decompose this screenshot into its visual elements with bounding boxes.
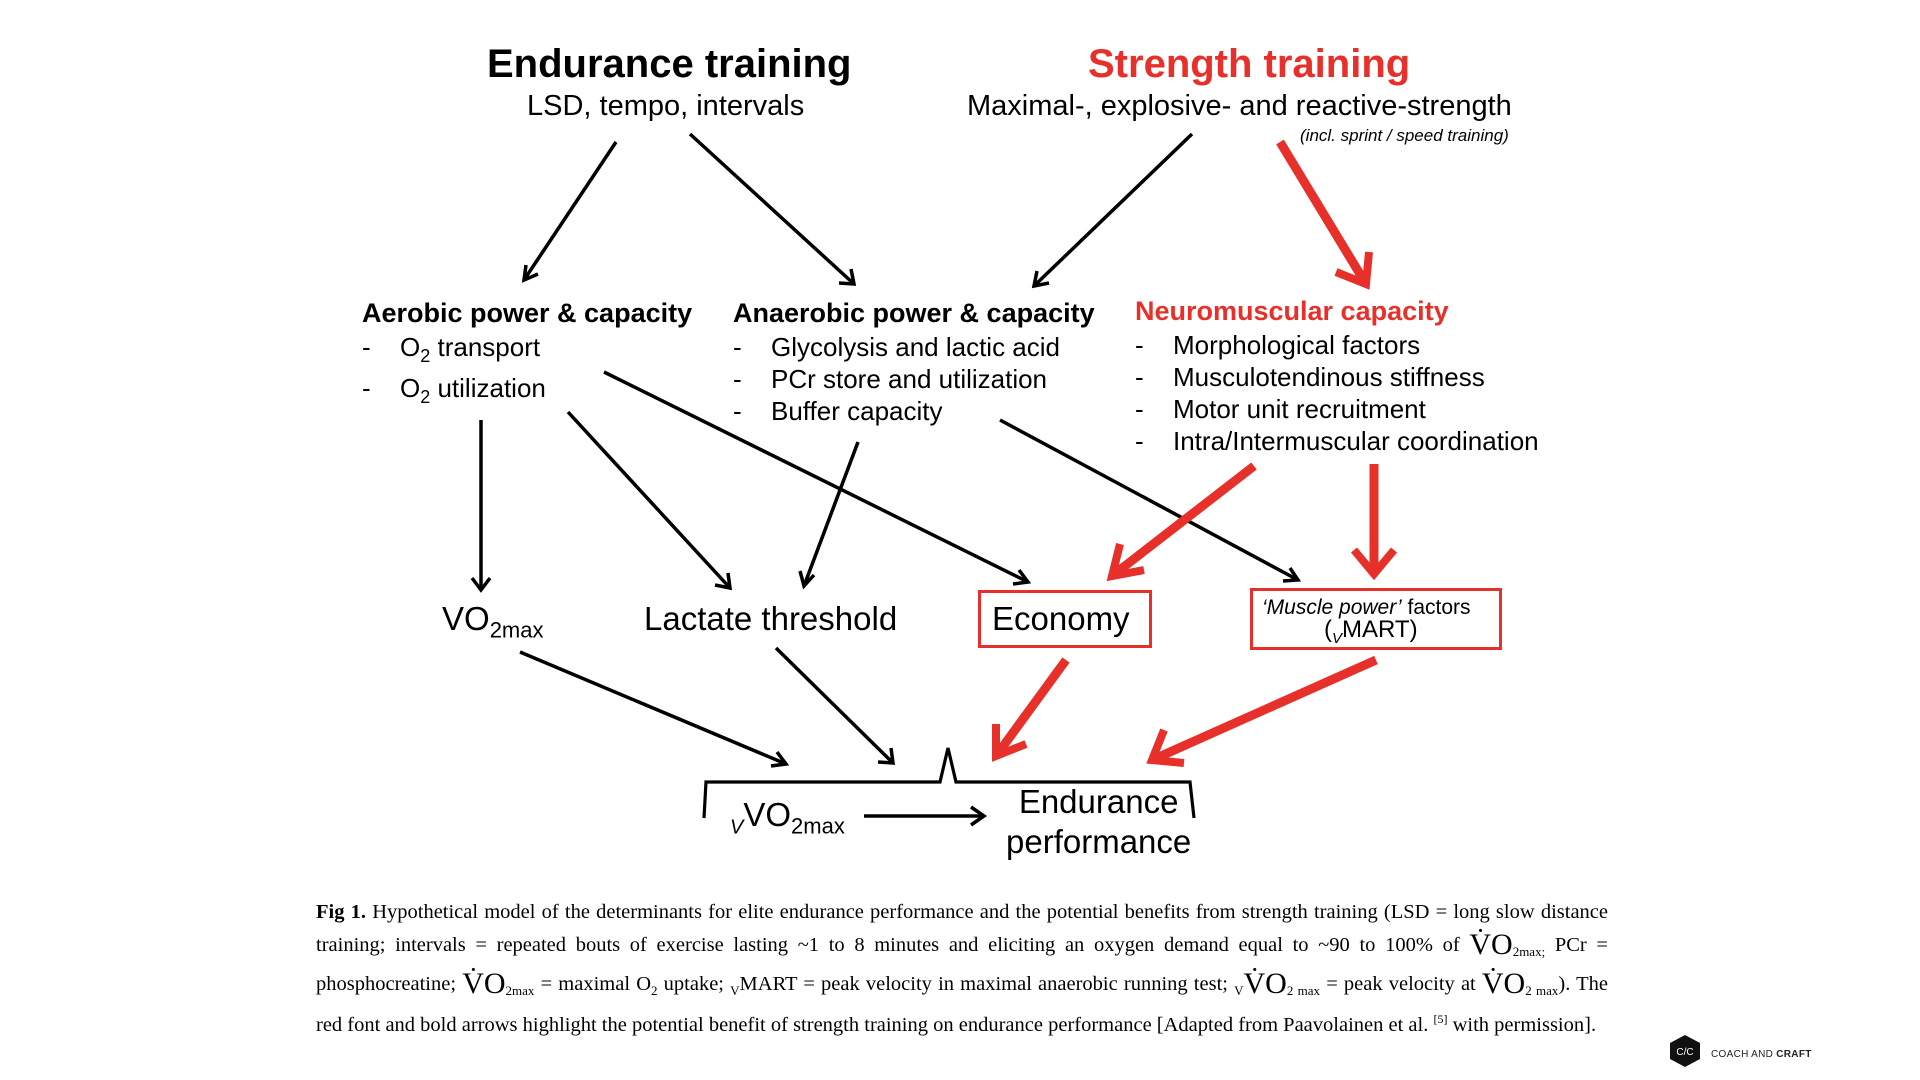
arrow-strength-neuromuscular: [1276, 139, 1370, 287]
aerobic-heading: Aerobic power & capacity: [362, 298, 693, 328]
strength-training-title: Strength training: [1088, 42, 1411, 86]
endurance-training-subtitle: LSD, tempo, intervals: [527, 90, 805, 122]
caption-fig-label: Fig 1.: [316, 901, 367, 923]
strength-training-note: (incl. sprint / speed training): [1300, 126, 1509, 145]
neuromuscular-item: -Morphological factors: [1135, 330, 1421, 360]
brace: [702, 747, 1196, 819]
neuromuscular-heading: Neuromuscular capacity: [1135, 296, 1449, 326]
arrow-aerobic-economy: [603, 370, 1029, 584]
neuromuscular-item: -Motor unit recruitment: [1135, 394, 1426, 424]
vo2max-node: VO2max: [442, 600, 544, 643]
arrow-endurance-anaerobic: [688, 132, 856, 286]
arrow-strength-anaerobic: [1032, 132, 1194, 288]
caption-text: with permission].: [1452, 1014, 1597, 1037]
neuromuscular-item: -Musculotendinous stiffness: [1135, 362, 1485, 392]
endurance-training-title: Endurance training: [487, 42, 852, 86]
arrow-economy-performance: [992, 657, 1070, 759]
arrow-aerobic-lactate: [566, 410, 732, 590]
vvo2max-node: VVO2max: [730, 796, 845, 839]
caption-text: PCr = phosphocreatine;: [316, 934, 1608, 996]
anaerobic-item: -Glycolysis and lactic acid: [733, 332, 1060, 362]
endurance-performance-node: Endurance performance: [1006, 783, 1192, 860]
caption-ref: [5]: [1433, 1012, 1448, 1027]
arrow-lactate-vvo2max: [774, 646, 895, 765]
arrow-musclepower-performance: [1150, 655, 1378, 765]
coach-and-craft-wordmark: COACH AND CRAFT: [1711, 1049, 1812, 1060]
muscle-power-label: ‘Muscle power’ factors: [1262, 596, 1471, 619]
anaerobic-item: -PCr store and utilization: [733, 364, 1048, 394]
anaerobic-block: Anaerobic power & capacity -Glycolysis a…: [733, 298, 1095, 427]
anaerobic-item: -Buffer capacity: [733, 396, 943, 426]
caption-text: = maximal O2 uptake;: [540, 973, 724, 999]
aerobic-block: Aerobic power & capacity -O2 transport -…: [362, 298, 692, 413]
arrow-endurance-aerobic: [522, 141, 618, 281]
aerobic-item: -O2 transport: [362, 332, 541, 367]
neuromuscular-block: Neuromuscular capacity -Morphological fa…: [1135, 296, 1539, 457]
economy-node: Economy: [992, 600, 1130, 637]
muscle-power-vmart: (VMART): [1324, 616, 1418, 647]
svg-text:C/C: C/C: [1676, 1047, 1693, 1058]
arrow-vo2max-vvo2max: [519, 650, 787, 766]
arrow-neuromuscular-economy: [1109, 462, 1257, 580]
anaerobic-heading: Anaerobic power & capacity: [733, 298, 1095, 328]
caption-text: = peak velocity at: [1326, 973, 1476, 996]
arrow-anaerobic-lactate: [802, 441, 860, 587]
strength-training-subtitle: Maximal-, explosive- and reactive-streng…: [967, 90, 1512, 122]
caption-text: ). The red font and bold arrows highligh…: [316, 973, 1609, 1037]
coach-and-craft-logo-icon: C/C: [1670, 1035, 1700, 1067]
lactate-threshold-node: Lactate threshold: [644, 600, 898, 637]
muscle-power-box: [1250, 588, 1502, 650]
arrow-anaerobic-musclepower: [999, 418, 1299, 582]
figure-caption: Fig 1. Hypothetical model of the determi…: [316, 901, 1609, 1037]
aerobic-item: -O2 utilization: [362, 373, 546, 408]
caption-text: Hypothetical model of the determinants f…: [316, 901, 1608, 956]
economy-box: [978, 590, 1152, 648]
neuromuscular-item: -Intra/Intermuscular coordination: [1135, 426, 1539, 456]
caption-text: MART = peak velocity in maximal anaerobi…: [739, 973, 1228, 996]
